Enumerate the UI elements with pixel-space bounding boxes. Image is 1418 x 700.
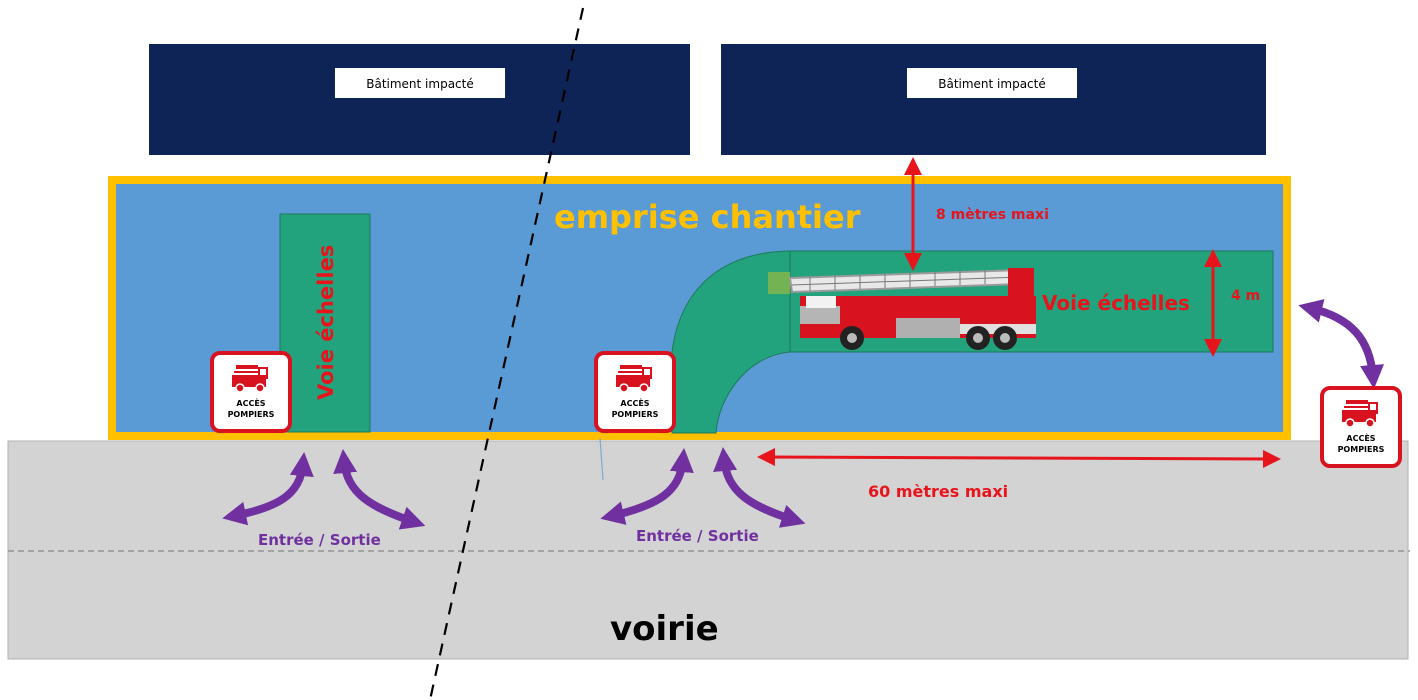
fire-access-sign-right: ACCÈS POMPIERS (1320, 386, 1402, 468)
sign-line2: POMPIERS (228, 410, 275, 419)
site-label: emprise chantier (554, 198, 861, 236)
entry-exit-label-right: Entrée / Sortie (636, 527, 759, 545)
ladder-lane-horizontal-label: Voie échelles (1042, 291, 1190, 315)
entry-exit-arrows-left (222, 449, 426, 530)
building-label-left: Bâtiment impacté (366, 77, 474, 91)
building-label-right: Bâtiment impacté (938, 77, 1046, 91)
sign-line2: POMPIERS (612, 410, 659, 419)
dimension-arrow-lane-length (757, 448, 1281, 468)
sign-line1: ACCÈS (1346, 432, 1375, 443)
sign-line1: ACCÈS (236, 397, 265, 408)
dimension-label-building-distance: 8 mètres maxi (936, 207, 1049, 223)
fire-access-sign-middle: ACCÈS POMPIERS (594, 351, 676, 433)
entry-exit-arrows-right (600, 447, 806, 528)
ladder-lane-vertical (279, 213, 371, 433)
sign-line2: POMPIERS (1338, 445, 1385, 454)
fire-access-sign-left: ACCÈS POMPIERS (210, 351, 292, 433)
building-right (721, 44, 1266, 155)
dimension-label-lane-length: 60 mètres maxi (868, 482, 1008, 501)
fire-truck-ladder-icon (768, 268, 1036, 350)
dimension-label-lane-width: 4 m (1231, 288, 1260, 304)
building-left (149, 44, 690, 155)
road-label: voirie (610, 609, 719, 649)
sign-line1: ACCÈS (620, 397, 649, 408)
ladder-lane-vertical-label: Voie échelles (314, 245, 338, 400)
separation-dashed-line (428, 7, 585, 700)
building-label-box-right (907, 68, 1077, 98)
building-label-box-left (335, 68, 505, 98)
entry-exit-label-left: Entrée / Sortie (258, 531, 381, 549)
access-arrow-outer (1298, 299, 1384, 389)
